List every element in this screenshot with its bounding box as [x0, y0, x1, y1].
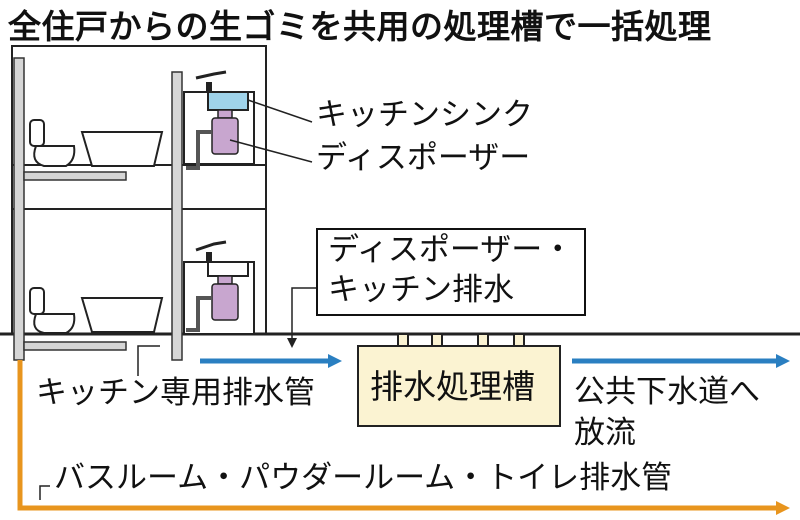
- sink-basin: [207, 91, 249, 111]
- sink-trap-pipe: [186, 296, 212, 332]
- treatment-tank: [357, 345, 561, 427]
- bath-drain-pipe: [17, 360, 778, 511]
- callout-line-1: ディスポーザー・: [328, 232, 574, 268]
- label-tank: 排水処理槽: [370, 367, 535, 406]
- callout-arrowhead: [287, 338, 297, 348]
- vertical-pipe-right: [171, 71, 183, 361]
- label-bath-pipe: バスルーム・パウダールーム・トイレ排水管: [54, 460, 673, 496]
- disposer-icon: [211, 109, 239, 155]
- label-discharge-1: 公共下水道へ: [574, 374, 760, 410]
- disposer-icon: [211, 275, 239, 321]
- bath-drain-arrowhead: [776, 501, 790, 515]
- leader-line-callout: [291, 287, 316, 344]
- label-kitchen-sink: キッチンシンク: [316, 97, 533, 133]
- discharge-flow-arrowhead: [776, 354, 790, 368]
- kitchen-flow-arrowhead: [328, 354, 342, 368]
- toilet-icon: [29, 287, 76, 334]
- label-disposer: ディスポーザー: [316, 140, 531, 176]
- bathtub-icon: [80, 131, 164, 167]
- callout-disposer-kitchen-drain: ディスポーザー・ キッチン排水: [316, 228, 586, 316]
- bathtub-icon: [80, 297, 164, 333]
- leader-line-disposer: [229, 139, 313, 163]
- callout-line-2: キッチン排水: [328, 272, 514, 308]
- kitchen-unit-lower: [183, 240, 255, 335]
- lower-drain-pipe: [23, 341, 127, 351]
- bath-pipe-indicator: [39, 485, 50, 500]
- vertical-pipe-left: [13, 57, 25, 361]
- kitchen-unit-upper: [183, 70, 255, 170]
- sink-basin: [207, 261, 249, 277]
- kitchen-pipe-indicator: [137, 345, 160, 376]
- leader-line-sink: [247, 99, 313, 123]
- upper-drain-pipe: [23, 171, 127, 181]
- diagram-title: 全住戸からの生ゴミを共用の処理槽で一括処理: [8, 7, 712, 46]
- toilet-icon: [29, 119, 76, 167]
- label-discharge-2: 放流: [574, 415, 636, 451]
- sink-trap-pipe: [186, 130, 212, 170]
- label-kitchen-pipe: キッチン専用排水管: [36, 375, 315, 411]
